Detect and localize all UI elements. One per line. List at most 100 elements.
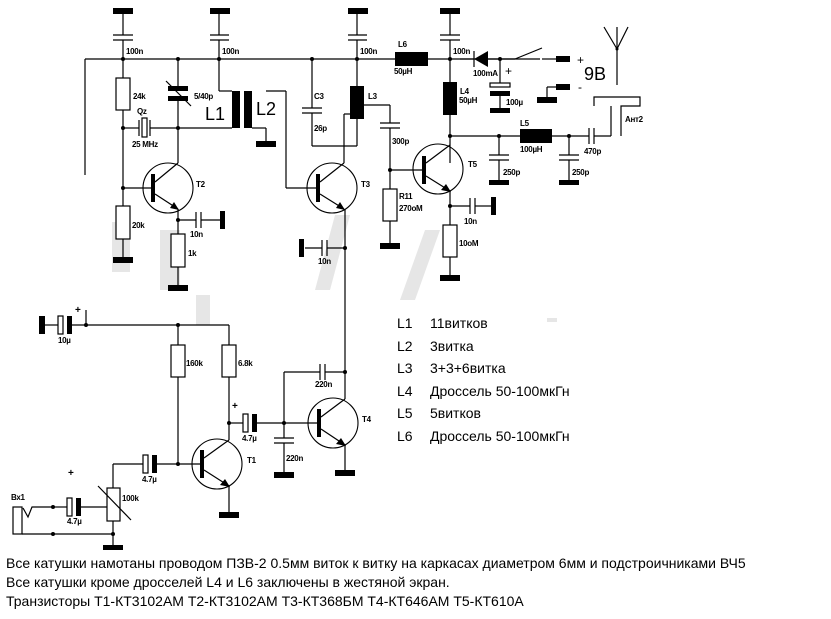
decoupling-cap-1: 100n (113, 8, 144, 61)
label-input-plus: + (68, 468, 74, 479)
legend-desc: 3витка (430, 337, 474, 354)
label-l4-val: 50µH (459, 96, 478, 105)
trimmer-capacitor: 5/40p (165, 57, 214, 163)
transistor-t2: T2 (121, 162, 206, 214)
legend-desc: 3+3+6витка (430, 360, 506, 376)
coupling-cap-t1-t4: + 4.7µ (229, 401, 320, 443)
legend-row: L3 3+3+6витка (397, 357, 570, 380)
transistor-t1: T1 (176, 438, 257, 518)
label-c-top2: 100n (222, 47, 239, 56)
label-c-300p: 300p (392, 137, 409, 146)
capacitor-300p: 300p (380, 105, 410, 202)
note-line: Все катушки кроме дросселей L4 и L6 закл… (6, 574, 450, 590)
coil-l1-l2: L1 L2 (178, 59, 276, 147)
legend-row: L4 Дроссель 50-100мкГн (397, 380, 570, 403)
label-c-top3: 100n (360, 47, 377, 56)
t5-emitter: 10n 10oM (440, 191, 496, 281)
input-jack-bx1: + 4.7µ Вх1 (11, 468, 113, 536)
emitter-t2: 10n 1k (168, 209, 225, 291)
label-diode: 100mA (473, 69, 498, 78)
legend-desc: Дроссель 50-100мкГн (430, 382, 570, 399)
label-c-470p: 470p (584, 147, 601, 156)
label-plus: + (577, 53, 584, 67)
label-c-100u: 100µ (506, 98, 523, 107)
capacitor-c3: C3 26p (302, 57, 357, 147)
label-l2: L2 (256, 99, 276, 119)
resistor-20k: 20k (113, 188, 146, 263)
label-l6-val: 50µH (394, 67, 413, 76)
transistor-t3: T3 (285, 91, 371, 214)
label-c-10n-t2: 10n (190, 230, 203, 239)
legend-desc: Дроссель 50-100мкГн (430, 427, 570, 444)
label-t1: T1 (247, 456, 257, 465)
label-minus: - (578, 80, 582, 94)
label-t3: T3 (361, 180, 371, 189)
label-pot-100k: 100k (122, 494, 139, 503)
label-l6: L6 (398, 40, 408, 49)
label-c-250p-b: 250p (572, 168, 589, 177)
label-c-top1: 100n (126, 47, 143, 56)
note-line: Все катушки намотаны проводом ПЗВ-2 0.5м… (6, 555, 746, 571)
legend-desc: 5витков (430, 405, 481, 421)
label-c-4-7u-b: 4.7µ (142, 475, 157, 484)
label-l1: L1 (205, 104, 225, 124)
decoupling-cap-2: 100n (210, 8, 240, 61)
transistor-t5: T5 (390, 143, 478, 195)
label-r11: R11 (399, 192, 413, 201)
antenna: Ант2 (593, 26, 644, 136)
label-antenna: Ант2 (625, 115, 644, 124)
label-cap-plus: + (505, 64, 512, 78)
legend-coil: L4 (397, 382, 413, 399)
legend-row: L6 Дроссель 50-100мкГн (397, 425, 570, 448)
label-c-top4: 100n (453, 47, 470, 56)
label-l5: L5 (520, 119, 530, 128)
legend-row: L5 5витков (397, 402, 570, 425)
legend-coil: L1 (397, 315, 413, 331)
label-crystal: Qz (137, 107, 147, 116)
resistor-r11: R11 270oM (380, 188, 423, 249)
legend-coil: L6 (397, 427, 413, 444)
label-r-10ohm: 10oM (459, 239, 479, 248)
choke-l4: L4 50µH (443, 59, 478, 163)
label-c-220n-b: 220n (286, 454, 303, 463)
label-c3-val: 26p (314, 124, 327, 133)
label-c3: C3 (314, 92, 324, 101)
label-battery-9v: 9B (584, 64, 606, 84)
label-t2: T2 (196, 180, 206, 189)
label-c-4-7u-a: 4.7µ (242, 434, 257, 443)
label-r-1k: 1k (188, 249, 197, 258)
potentiometer-100k: 100k (97, 485, 140, 550)
legend-row: L2 3витка (397, 335, 570, 358)
label-c-10n-t5: 10n (464, 217, 477, 226)
label-c-10u: 10µ (58, 336, 71, 345)
legend-coil: L2 (397, 337, 413, 354)
t3-emitter-line: 10n (299, 209, 347, 372)
transistor-t4: T4 (307, 372, 372, 476)
label-r11-val: 270oM (399, 204, 423, 213)
choke-l6: L6 50µH (394, 40, 428, 76)
crystal-qz: Qz 25 MHz (123, 107, 180, 149)
label-l5-val: 100µH (520, 145, 543, 154)
input-coupling: 4.7µ (112, 454, 178, 488)
coil-l3: L3 (343, 59, 390, 163)
label-r-6-8k: 6.8k (238, 359, 253, 368)
output-filter: 250p L5 100µH 250p 470p (450, 119, 611, 185)
label-c-10n-t3: 10n (318, 257, 331, 266)
label-trimmer: 5/40p (194, 92, 213, 101)
label-input-bx1: Вх1 (11, 493, 26, 502)
label-l4: L4 (460, 87, 470, 96)
power-input: 100mA + + 100µ - 9B (460, 47, 606, 113)
resistor-6-8k: 6.8k (221, 325, 254, 440)
label-c-220n-a: 220n (315, 380, 332, 389)
assembly-notes: Все катушки намотаны проводом ПЗВ-2 0.5м… (6, 554, 746, 611)
legend-coil: L3 (397, 360, 413, 376)
capacitor-10u: + 10µ (39, 305, 229, 345)
label-t1-plus: + (232, 401, 238, 412)
label-c-4-7u-c: 4.7µ (67, 517, 82, 526)
note-line: Транзисторы Т1-КТ3102АМ Т2-КТ3102АМ Т3-К… (6, 593, 524, 609)
label-r-160k: 160k (186, 359, 203, 368)
legend-coil: L5 (397, 405, 413, 421)
